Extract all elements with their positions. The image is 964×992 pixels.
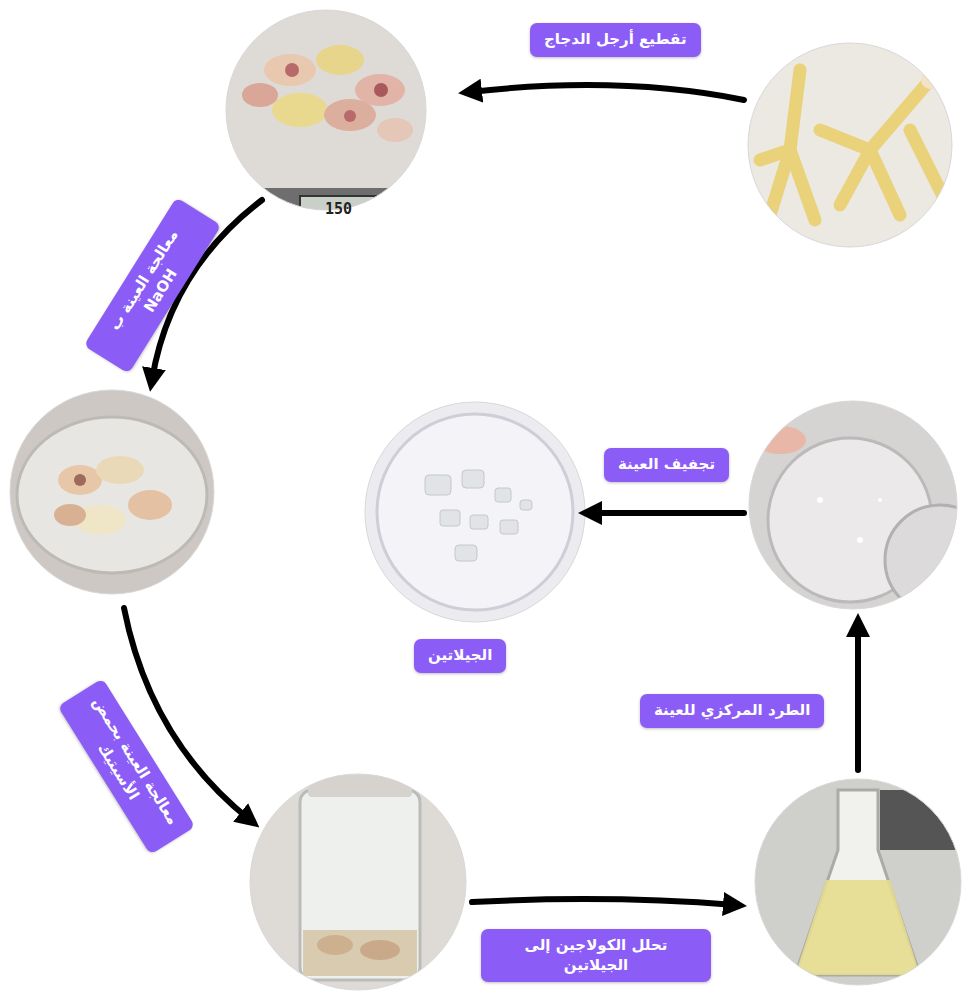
step-label-box: معالجة العينة ب NaOH (84, 197, 222, 373)
naoh-bowl-photo (5, 385, 220, 600)
centrifuged-sample-photo (745, 400, 964, 615)
step-label: معالجة العينة بحمض الأسيتيك (71, 694, 182, 839)
dried-gelatin-photo (365, 400, 585, 625)
step-label-box: تقطيع أرجل الدجاج (530, 23, 701, 57)
step-label: تقطيع أرجل الدجاج (544, 30, 687, 50)
step-label-box: تحلل الكولاجين إلى الجيلاتين (481, 929, 711, 982)
step-label: تحلل الكولاجين إلى الجيلاتين (495, 936, 697, 975)
scale-reading: 150 (325, 200, 352, 218)
acetic-acid-jar-photo (245, 770, 475, 992)
process-arrow (124, 85, 858, 905)
step-label: تجفيف العينة (618, 455, 715, 475)
step-label-box: تجفيف العينة (604, 448, 729, 482)
step-label: الجيلاتين (428, 646, 492, 666)
step-label: معالجة العينة ب NaOH (97, 213, 208, 358)
gelatin-flask-photo (750, 775, 964, 992)
chicken-feet-photo (740, 40, 964, 250)
step-label-box: معالجة العينة بحمض الأسيتيك (58, 678, 196, 854)
step-label-box: الجيلاتين (414, 639, 506, 673)
cut-feet-on-scale-photo (220, 0, 440, 228)
step-label-box: الطرد المركزي للعينة (640, 694, 824, 728)
step-label: الطرد المركزي للعينة (654, 701, 810, 721)
